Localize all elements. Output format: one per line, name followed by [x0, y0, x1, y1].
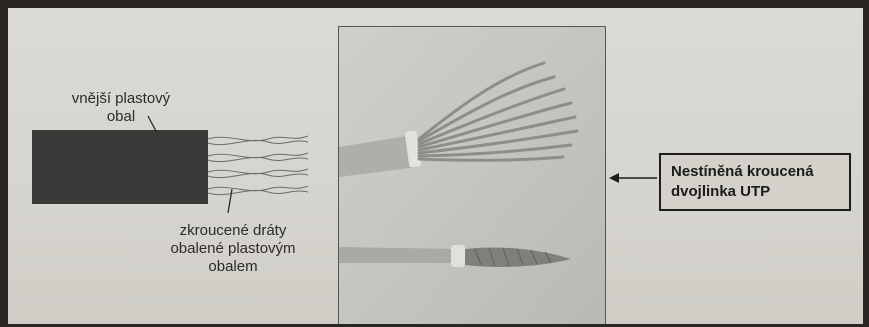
cable-photo: [338, 26, 606, 324]
lower-cable-end: [451, 245, 465, 267]
lower-cable-jacket: [339, 247, 459, 263]
wires-label-line3: obalem: [158, 258, 308, 276]
cable-sheath: [32, 130, 208, 204]
sheath-label: vnější plastový obal: [46, 90, 196, 126]
wires-pointer-line: [228, 189, 232, 213]
wires-label-line1: zkroucené dráty: [158, 222, 308, 240]
wires-label: zkroucené dráty obalené plastovým obalem: [158, 222, 308, 276]
cable-photo-illustration: [339, 27, 605, 324]
left-arrow-icon: [609, 168, 659, 188]
textbook-page: vnější plastový obal zkroucené dráty oba…: [8, 8, 863, 324]
cable-diagram: vnější plastový obal zkroucené dráty oba…: [8, 8, 338, 324]
sheath-label-line2: obal: [46, 108, 196, 126]
utp-callout-box: Nestíněná kroucená dvojlinka UTP: [659, 153, 851, 211]
wires-label-line2: obalené plastovým: [158, 240, 308, 258]
callout-line1: Nestíněná kroucená: [671, 162, 839, 182]
twisted-pairs: [208, 136, 308, 195]
sheath-label-line1: vnější plastový: [46, 90, 196, 108]
cable-diagram-graphic: [8, 8, 338, 324]
callout-line2: dvojlinka UTP: [671, 182, 839, 202]
